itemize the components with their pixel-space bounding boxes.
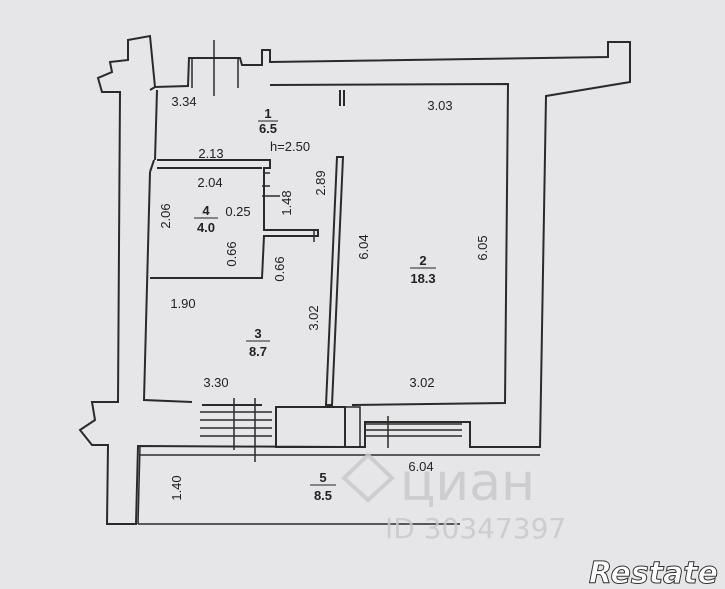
walls bbox=[78, 34, 631, 525]
dim-3-30: 3.30 bbox=[203, 375, 228, 390]
dim-3-02-h: 3.02 bbox=[409, 375, 434, 390]
door-window-marks bbox=[137, 40, 540, 525]
dim-0-66-a: 0.66 bbox=[224, 241, 239, 266]
restate-logo-text: Restate bbox=[589, 556, 718, 589]
room-4-area: 4.0 bbox=[197, 220, 215, 235]
dim-3-34: 3.34 bbox=[171, 94, 196, 109]
watermark-id: ID 30347397 bbox=[385, 512, 566, 545]
dim-2-06: 2.06 bbox=[158, 203, 173, 228]
room-3-area: 8.7 bbox=[249, 344, 267, 359]
ceiling-height: h=2.50 bbox=[270, 139, 310, 154]
dim-3-02-v: 3.02 bbox=[306, 305, 321, 330]
dim-6-04: 6.04 bbox=[356, 234, 371, 259]
dim-6-05: 6.05 bbox=[475, 235, 490, 260]
dim-0-66-b: 0.66 bbox=[272, 256, 287, 281]
dim-3-03: 3.03 bbox=[427, 98, 452, 113]
dim-2-13: 2.13 bbox=[198, 146, 223, 161]
dim-2-04: 2.04 bbox=[197, 175, 222, 190]
room-5-area: 8.5 bbox=[314, 488, 332, 503]
dim-1-40: 1.40 bbox=[169, 475, 184, 500]
house-icon bbox=[341, 452, 395, 503]
dim-6-04-b: 6.04 bbox=[408, 459, 433, 474]
dim-0-25: 0.25 bbox=[225, 204, 250, 219]
room-1-area: 6.5 bbox=[259, 121, 277, 136]
watermark-brand: циан bbox=[400, 453, 535, 513]
dim-2-89: 2.89 bbox=[313, 170, 328, 195]
dim-1-48: 1.48 bbox=[279, 190, 294, 215]
room-5-number: 5 bbox=[319, 470, 326, 485]
room-2-area: 18.3 bbox=[410, 271, 435, 286]
dim-1-90: 1.90 bbox=[170, 296, 195, 311]
room-2-number: 2 bbox=[419, 253, 426, 268]
room-3-number: 3 bbox=[254, 326, 261, 341]
restate-logo: Restate bbox=[588, 556, 718, 589]
room-1-number: 1 bbox=[264, 106, 271, 121]
watermark: циан ID 30347397 bbox=[341, 452, 566, 545]
room-4-number: 4 bbox=[202, 203, 210, 218]
